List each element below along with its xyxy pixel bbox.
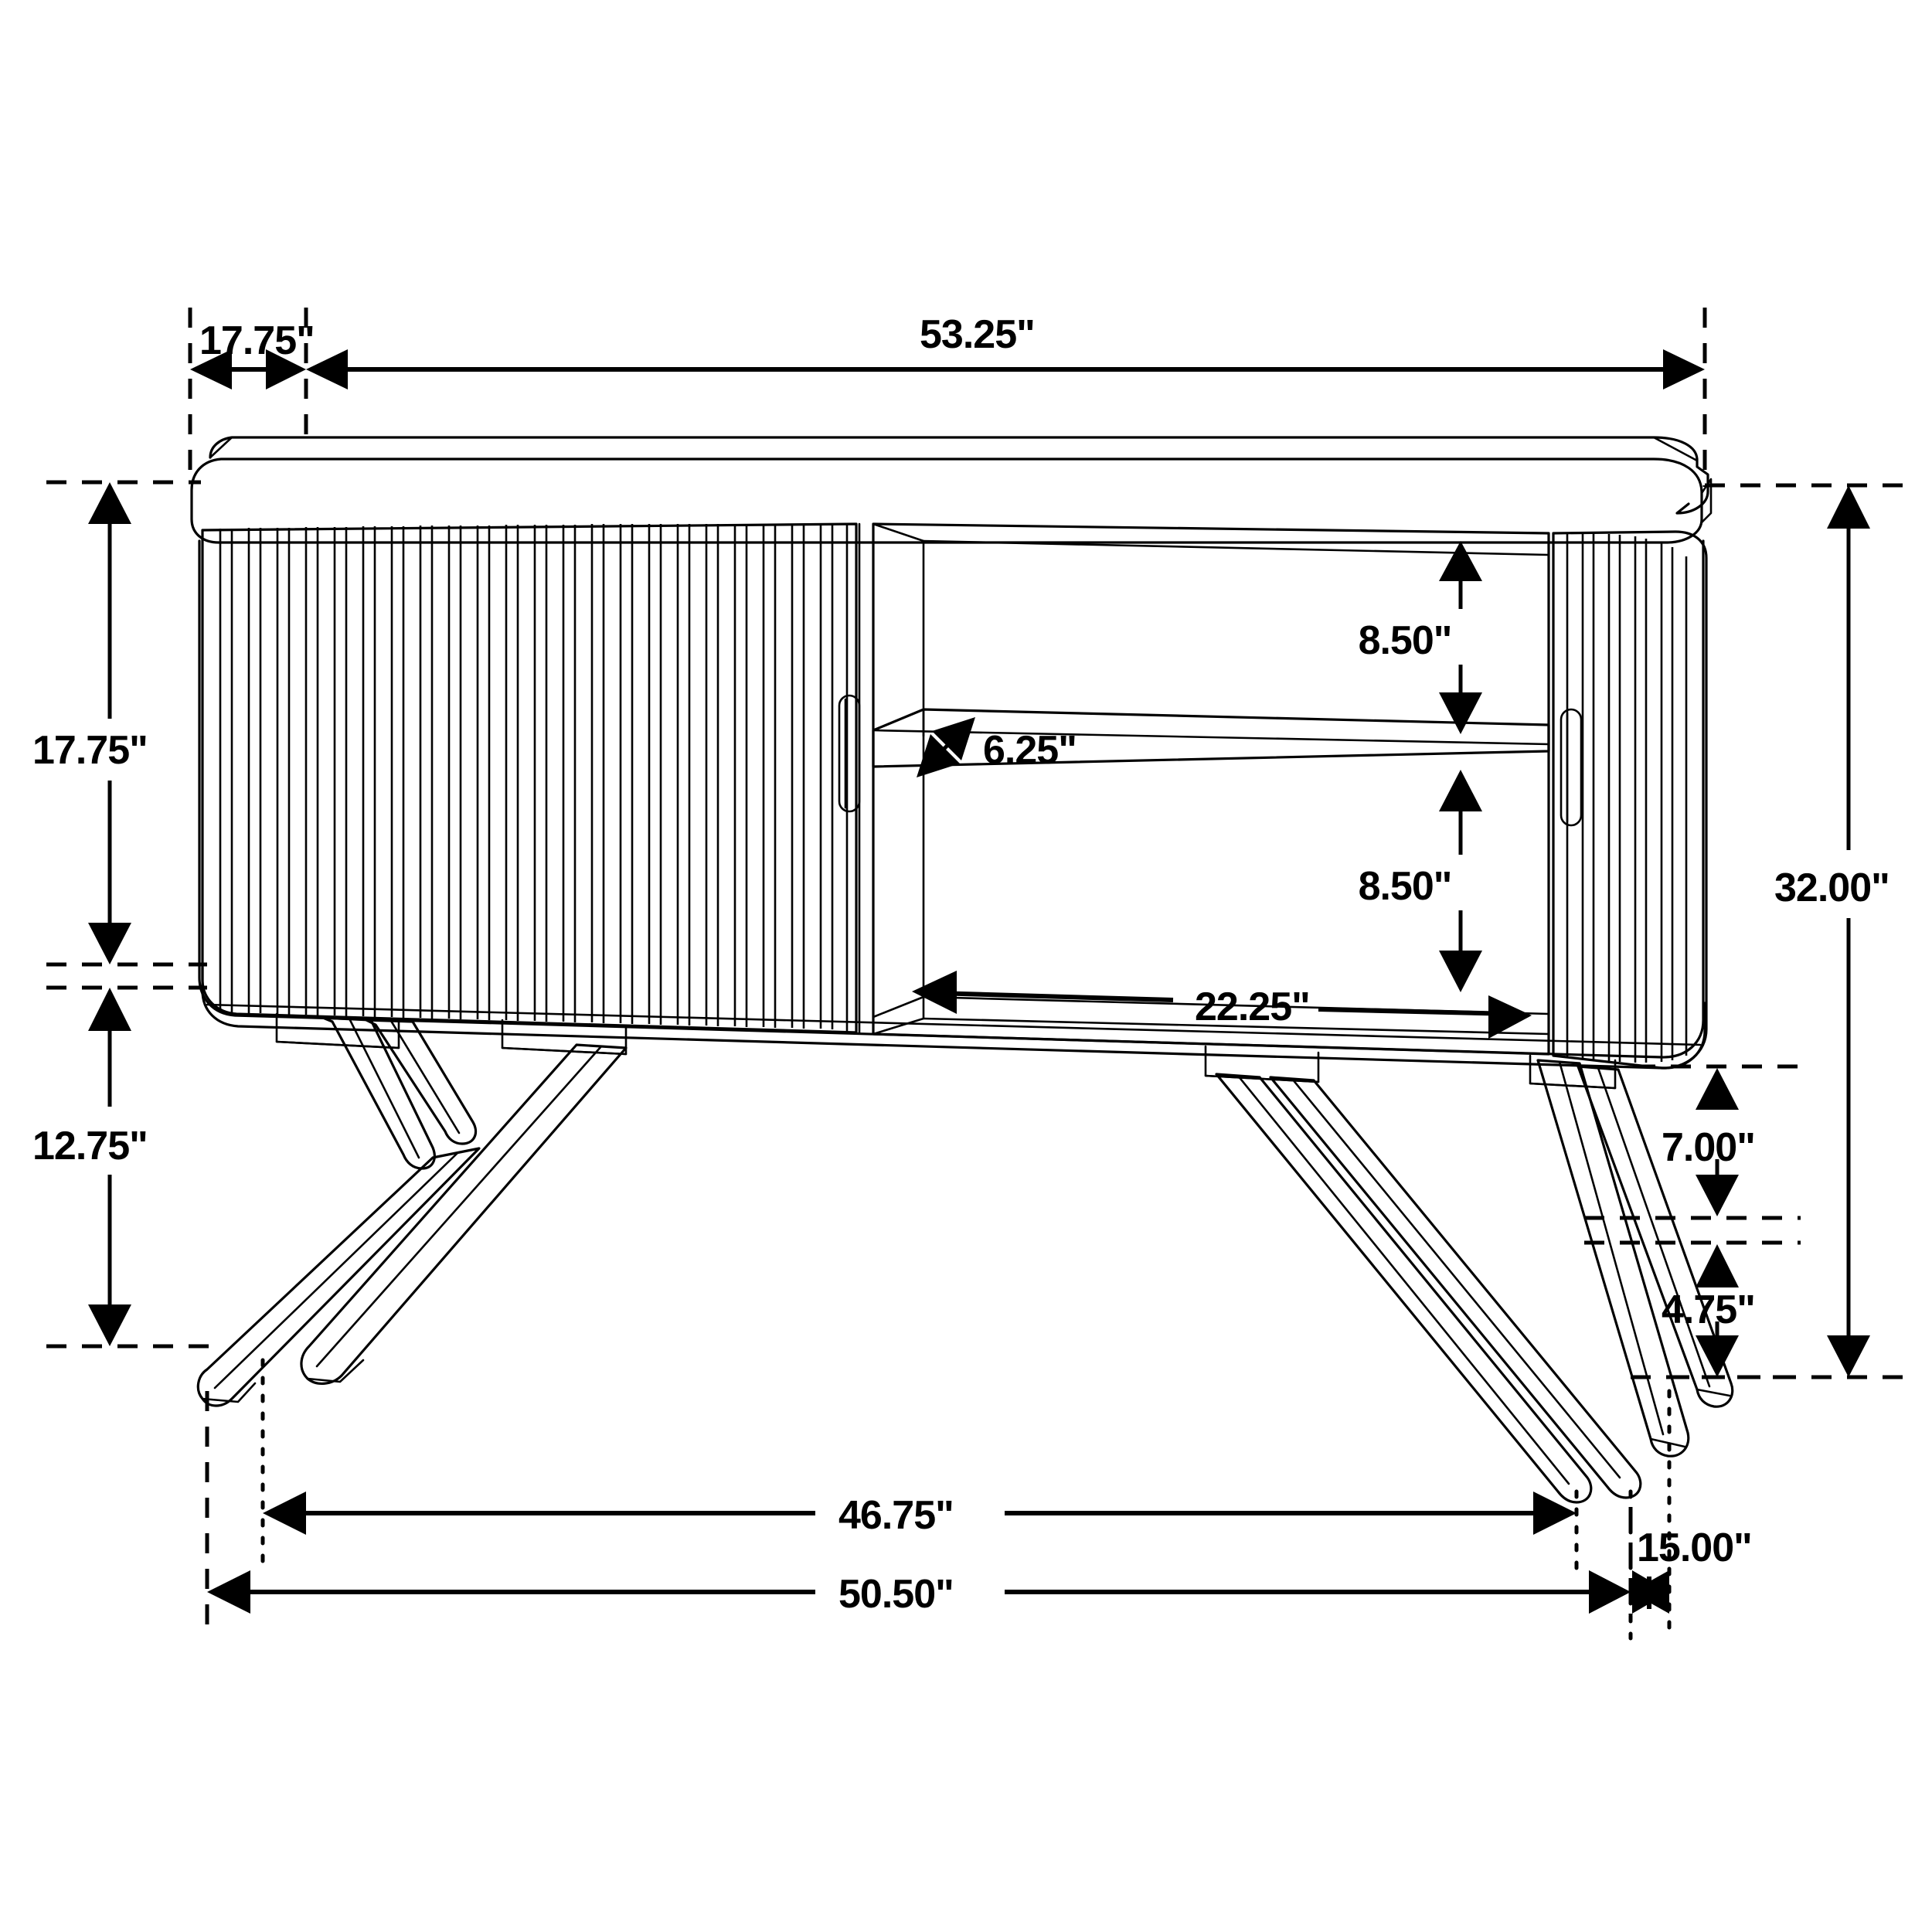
dim-label-open-section-width: 22.25" [1195, 985, 1310, 1029]
dimension-shelf-upper: 8.50" [1359, 541, 1482, 734]
dim-label-depth-top: 17.75" [199, 318, 315, 363]
leg-assembly-left [196, 1012, 628, 1407]
dimension-leg-cross-upper: 7.00" [1662, 1068, 1756, 1216]
dimension-leg-span-inner: 46.75" [263, 1492, 1577, 1538]
dim-label-leg-height: 12.75" [32, 1124, 148, 1168]
dimension-cabinet-height: 17.75" [32, 482, 148, 964]
dimension-leg-height: 12.75" [32, 988, 148, 1346]
dimension-leg-span-outer: 50.50" [207, 1570, 1631, 1617]
dim-label-foot-offset: 15.00" [1637, 1526, 1752, 1570]
dim-label-leg-span-inner: 46.75" [838, 1493, 954, 1538]
extension-lines [46, 308, 1909, 1641]
dimension-shelf-lower: 8.50" [1359, 770, 1482, 992]
dim-label-leg-cross-upper: 7.00" [1662, 1125, 1755, 1170]
furniture-illustration [190, 436, 1734, 1504]
dim-label-shelf-depth: 6.25" [983, 728, 1077, 773]
door-flutes-left [219, 524, 834, 1029]
center-open-shelf [872, 522, 1550, 1056]
dim-label-cabinet-height: 17.75" [32, 728, 148, 773]
fluted-sliding-door-right[interactable] [1552, 530, 1708, 1070]
door-handle-right[interactable] [1560, 708, 1583, 827]
dim-label-leg-cross-lower: 4.75" [1662, 1287, 1755, 1332]
dimension-foot-offset: 15.00" [1589, 1526, 1753, 1614]
dimension-depth-top: 17.75" [190, 318, 348, 389]
leg-assembly-right [1204, 1045, 1734, 1504]
dimension-leg-cross-lower: 4.75" [1662, 1244, 1756, 1377]
dimension-overall-height: 32.00" [1774, 485, 1890, 1377]
door-flutes-right [1566, 533, 1688, 1063]
dimension-shelf-depth: 6.25" [917, 717, 1077, 777]
dim-label-shelf-lower: 8.50" [1359, 864, 1452, 909]
dimension-open-section-width: 22.25" [912, 971, 1532, 1039]
center-middle-shelf [872, 708, 1550, 768]
dim-label-width-top: 53.25" [920, 312, 1035, 357]
fluted-sliding-door-left[interactable] [201, 522, 861, 1034]
dim-label-overall-height: 32.00" [1774, 866, 1889, 910]
cabinet-top-panel [190, 436, 1713, 544]
dimension-width-top: 53.25" [332, 312, 1705, 389]
dim-label-leg-span-outer: 50.50" [838, 1572, 954, 1617]
dim-label-shelf-upper: 8.50" [1359, 618, 1452, 663]
door-handle-left[interactable] [838, 694, 861, 813]
